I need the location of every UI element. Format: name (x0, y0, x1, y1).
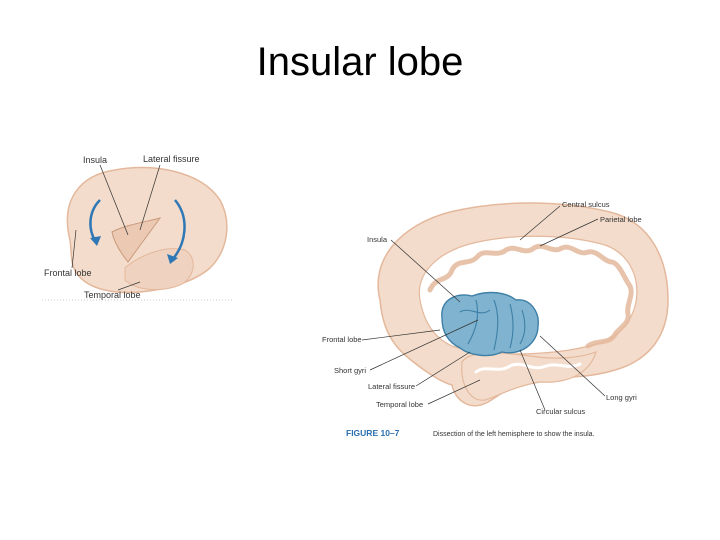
figure-caption-text: Dissection of the left hemisphere to sho… (433, 431, 595, 438)
leader-left-temporal-lobe (117, 281, 141, 291)
label-right-parietal-lobe: Parietal lobe (600, 215, 642, 224)
right-gyral-folds (427, 243, 634, 349)
left-insula-region (111, 217, 162, 263)
leader-right-frontal-lobe (361, 329, 441, 341)
leader-right-insula (390, 239, 461, 303)
label-left-lateral-fissure: Lateral fissure (143, 154, 200, 164)
leader-left-insula (99, 164, 129, 236)
leader-left-frontal-lobe (71, 229, 77, 269)
label-right-temporal-lobe: Temporal lobe (376, 400, 423, 409)
left-arrow-temporal (171, 199, 186, 261)
right-temporal-lobe (461, 351, 597, 401)
right-insula (441, 291, 539, 357)
left-arrowhead-frontal (90, 236, 101, 246)
leader-right-central-sulcus (519, 205, 561, 241)
leader-right-temporal-lobe (427, 379, 481, 405)
label-right-long-gyri: Long gyri (606, 393, 637, 402)
leader-right-circular-sulcus (519, 349, 546, 411)
label-right-lateral-fissure: Lateral fissure (368, 382, 415, 391)
leader-right-parietal-lobe (539, 218, 599, 247)
left-arrowhead-temporal (167, 254, 178, 264)
right-brain-figure: Central sulcus Parietal lobe Insula Fron… (322, 200, 669, 438)
label-right-frontal-lobe: Frontal lobe (322, 335, 362, 344)
right-temporal-folds (474, 362, 582, 374)
slide-title: Insular lobe (256, 40, 464, 84)
right-insula-gyri (459, 299, 526, 351)
label-right-circular-sulcus: Circular sulcus (536, 407, 585, 416)
label-right-short-gyri: Short gyri (334, 366, 366, 375)
label-right-insula: Insula (367, 235, 388, 244)
label-right-central-sulcus: Central sulcus (562, 200, 610, 209)
leader-left-lateral-fissure (139, 164, 161, 231)
leader-right-short-gyri (369, 319, 479, 371)
label-left-temporal-lobe: Temporal lobe (84, 290, 141, 300)
leader-right-lateral-fissure (415, 351, 471, 387)
label-left-frontal-lobe: Frontal lobe (44, 268, 92, 278)
label-left-insula: Insula (83, 155, 107, 165)
left-brain-figure: Insula Lateral fissure Frontal lobe Temp… (42, 154, 232, 301)
figure-caption-number: FIGURE 10–7 (346, 428, 400, 438)
leader-right-long-gyri (539, 335, 606, 397)
